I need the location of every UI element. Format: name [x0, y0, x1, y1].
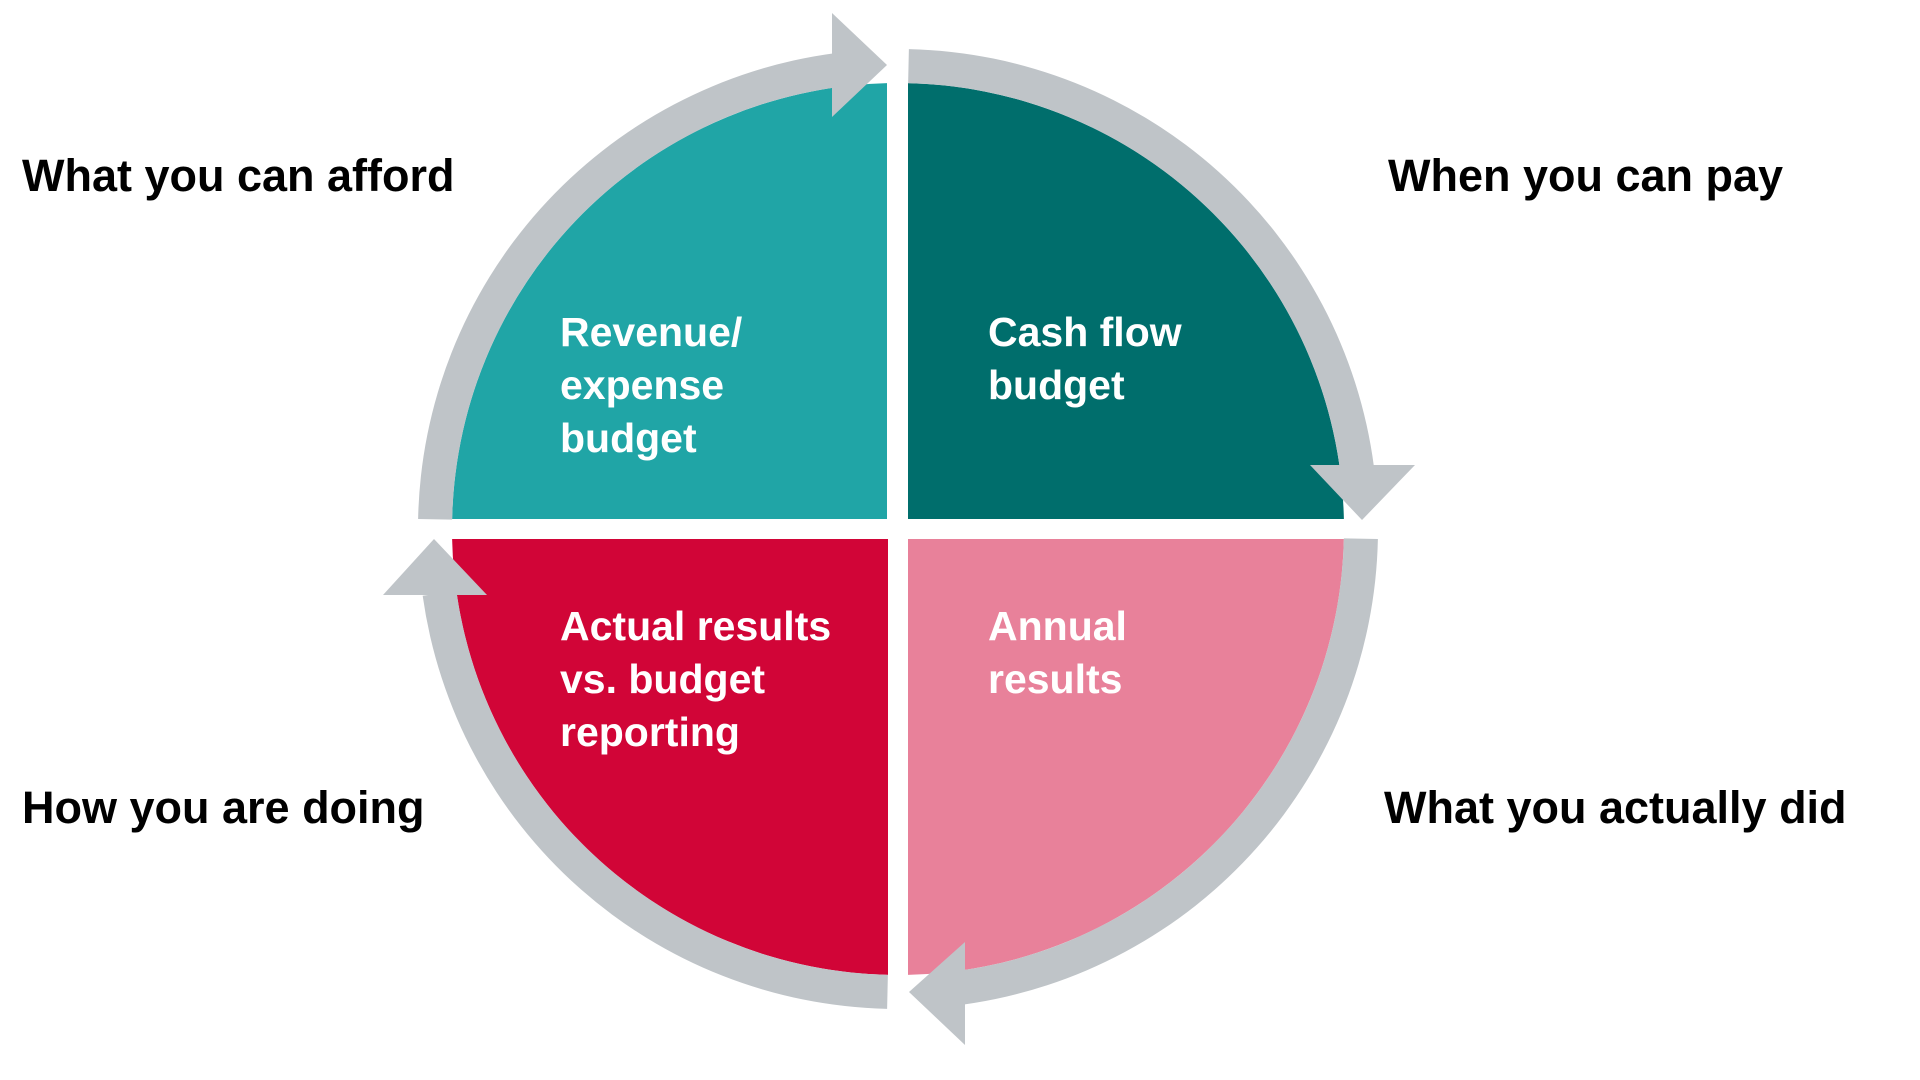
arrow-band-bottom-right	[960, 538, 1378, 1005]
quadrant-label-annual-results: Annual results	[988, 600, 1127, 706]
arrow-head-up-icon	[383, 539, 487, 595]
arrow-band-top-left	[418, 53, 840, 520]
quadrant-revenue-expense-budget	[452, 83, 887, 519]
quadrant-actual-vs-budget	[452, 539, 888, 975]
quadrants	[452, 83, 1344, 975]
quadrant-label-revenue-expense-budget: Revenue/ expense budget	[560, 306, 742, 465]
quadrant-cash-flow-budget	[908, 83, 1344, 519]
label-when-you-can-pay: When you can pay	[1388, 150, 1784, 201]
quadrant-label-line: Revenue/	[560, 309, 743, 355]
label-what-you-actually-did: What you actually did	[1384, 782, 1847, 833]
arrow-head-down-icon	[1310, 465, 1415, 520]
quadrant-label-line: Annual	[988, 603, 1127, 649]
quadrant-label-actual-vs-budget: Actual results vs. budget reporting	[560, 600, 831, 759]
arrow-band-bottom-left	[422, 591, 888, 1009]
quadrant-label-line: Actual results	[560, 603, 832, 649]
quadrant-annual-results	[908, 539, 1344, 975]
quadrant-label-line: budget	[988, 362, 1125, 408]
arrow-head-right-icon	[832, 13, 887, 117]
quadrant-label-line: vs. budget	[560, 656, 766, 702]
quadrant-label-line: reporting	[560, 709, 740, 755]
arrow-head-left-icon	[909, 942, 965, 1045]
quadrant-label-line: budget	[560, 415, 697, 461]
label-what-you-can-afford: What you can afford	[22, 150, 455, 201]
quadrant-label-line: results	[988, 656, 1123, 702]
quadrant-label-line: Cash flow	[988, 309, 1182, 355]
quadrant-label-cash-flow-budget: Cash flow budget	[988, 306, 1182, 412]
quadrant-label-line: expense	[560, 362, 725, 408]
cycle-arrows	[383, 13, 1415, 1045]
label-how-you-are-doing: How you are doing	[22, 782, 425, 833]
arrow-band-top-right	[908, 49, 1374, 471]
